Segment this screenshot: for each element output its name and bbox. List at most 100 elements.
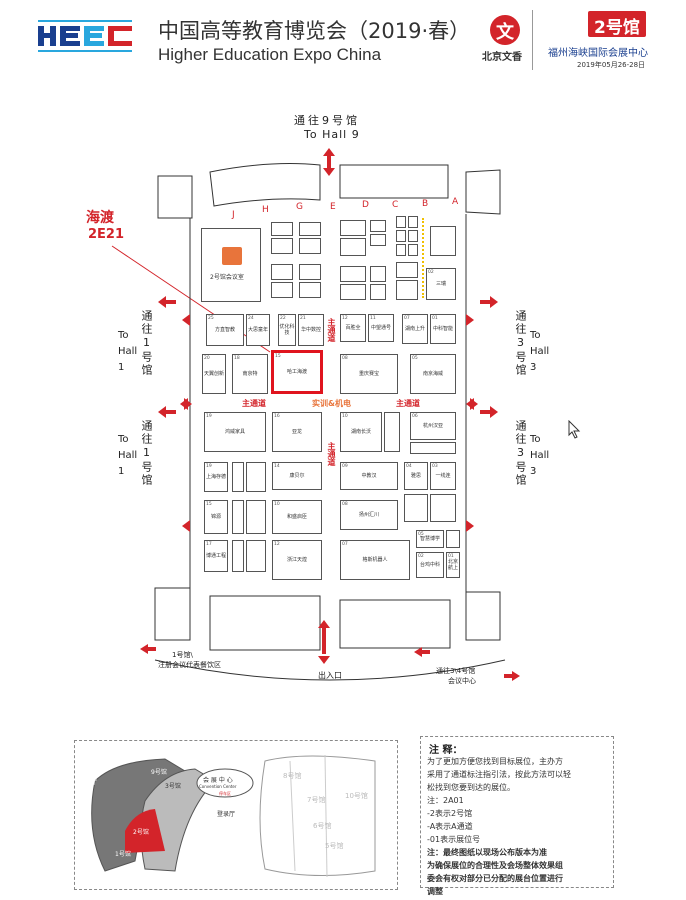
right-top-en: To Hall 3	[530, 330, 550, 373]
note-warning: 委会有权对部分已分配的展台位置进行	[427, 874, 563, 883]
note-line: 松找到您要到达的展位。	[427, 783, 515, 792]
bottom-right-2: 会议中心	[448, 677, 476, 685]
hall-badge: 2号馆	[588, 11, 646, 38]
aisle-c: C	[392, 200, 399, 210]
meeting-room-icon	[222, 247, 242, 265]
partner-logo-icon: 文	[490, 15, 520, 45]
callout-code: 2E21	[88, 227, 125, 242]
right-bot-en: To Hall 3	[530, 434, 550, 477]
aisle-b: B	[422, 199, 429, 209]
dates: 2019年05月26-28日	[577, 61, 646, 69]
aisle-a: A	[452, 197, 459, 207]
note-line: 为了更加方便您找到目标展位，主办方	[427, 757, 563, 766]
note-warning: 调整	[427, 887, 443, 896]
aisle-h: H	[262, 205, 269, 215]
bottom-left-2: 注册会议代表餐饮区	[158, 661, 221, 669]
to-hall9-en: To Hall 9	[304, 128, 360, 141]
main-aisle-right: 主通道	[396, 399, 420, 408]
left-bot-cn: 通往1号馆	[140, 420, 153, 487]
main-aisle-vert-top: 主通道	[327, 318, 336, 342]
aisle-g: G	[296, 202, 303, 212]
notes-title: 注 释：	[429, 745, 463, 756]
callout-name: 海渡	[86, 210, 114, 226]
venue: 福州海峡国际会展中心	[548, 48, 648, 59]
booth-small-4[interactable]	[246, 462, 266, 492]
note-line: -01表示展位号	[427, 835, 481, 844]
note-warning: 为确保展位的合理性及会场整体效果组	[427, 861, 563, 870]
left-top-en: To Hall 1	[118, 330, 138, 373]
exit-label: 出入口	[318, 671, 342, 680]
to-hall9-cn: 通往9号馆	[294, 114, 360, 127]
training-label: 实训&机电	[312, 399, 351, 408]
booth-small-10[interactable]	[246, 540, 266, 572]
booth-small-7[interactable]	[404, 494, 428, 522]
bottom-right-1: 通往3\4号馆	[436, 667, 476, 675]
note-warning: 注：最终图纸以现场公布版本为准	[427, 848, 547, 857]
booth-small-8[interactable]	[430, 494, 456, 522]
title-en: Higher Education Expo China	[158, 45, 382, 64]
booth-small-5[interactable]	[232, 500, 244, 534]
left-top-cn: 通往1号馆	[140, 310, 153, 377]
booth-small-3[interactable]	[232, 462, 244, 492]
right-bot-cn: 通往3号馆	[514, 420, 527, 487]
notes-box: 注 释： 为了更加方便您找到目标展位，主办方 采用了通道标注指引法，按此方法可以…	[420, 736, 614, 896]
bottom-left-1: 1号馆\	[172, 651, 193, 659]
booth-small-1[interactable]	[384, 412, 400, 452]
main-aisle-vert-bot: 主通道	[327, 442, 336, 466]
note-line: 采用了通道标注指引法，按此方法可以轻	[427, 770, 571, 779]
booth-small-9[interactable]	[232, 540, 244, 572]
booth-small-2[interactable]	[410, 442, 456, 454]
aisle-d: D	[362, 200, 369, 210]
booth-small-6[interactable]	[246, 500, 266, 534]
partner-name: 北京文香	[482, 52, 522, 63]
heec-logo	[38, 20, 132, 52]
minimap: 登录厅 9号馆 3号馆 2号馆 1号馆 会 展 中 心 Convention C…	[74, 740, 398, 890]
note-line: 注：2A01	[427, 796, 464, 805]
header-divider	[532, 10, 533, 70]
meeting-room[interactable]: 2号馆会议室	[201, 228, 261, 302]
aisle-j: J	[232, 210, 235, 220]
aisle-e: E	[330, 202, 336, 212]
arrow-up-down-icon	[323, 148, 335, 176]
main-aisle-left: 主通道	[242, 399, 266, 408]
title-cn: 中国高等教育博览会（2019·春）	[158, 19, 471, 43]
note-line: -2表示2号馆	[427, 809, 473, 818]
booth-small-11[interactable]	[446, 530, 460, 548]
right-top-cn: 通往3号馆	[514, 310, 527, 377]
note-line: -A表示A通道	[427, 822, 473, 831]
mouse-cursor-icon	[568, 420, 581, 439]
